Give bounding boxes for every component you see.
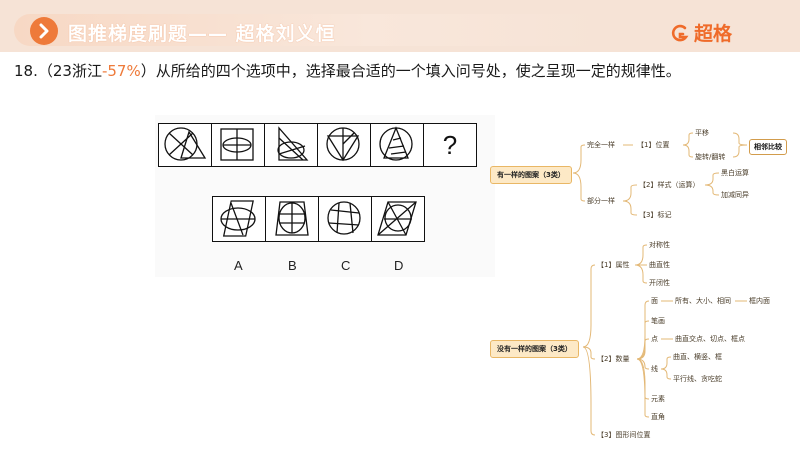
stem-cell-5 <box>370 123 424 167</box>
option-figure-b <box>275 201 309 236</box>
play-badge[interactable] <box>30 17 58 45</box>
question-mark: ? <box>442 129 458 160</box>
option-cell-a[interactable] <box>212 196 266 242</box>
puzzle-figure: ? <box>155 115 495 277</box>
mindmap-node-point: 点 <box>651 335 658 343</box>
stem-cell-2 <box>211 123 265 167</box>
mindmap-node-addsub: 加减同异 <box>721 191 749 199</box>
option-label-a: A <box>234 258 243 273</box>
brand-logo-icon <box>671 24 689 41</box>
mindmap-node-element: 元素 <box>651 395 665 403</box>
stem-figure-1 <box>164 127 207 161</box>
mindmap-node-attr: 【1】属性 <box>597 261 630 269</box>
chevron-right-icon <box>39 23 49 39</box>
mindmap-node-line: 线 <box>651 365 658 373</box>
option-figure-d <box>377 201 417 236</box>
mindmap-node-bw: 黑白运算 <box>721 169 749 177</box>
mindmap-root-same: 有一样的图案（3类） <box>490 166 572 184</box>
header-band <box>0 0 800 52</box>
mindmap-node-style: 【2】样式（运算） <box>639 181 700 189</box>
page-title: 图推梯度刷题—— 超格刘义恒 <box>68 23 336 45</box>
option-cell-d[interactable] <box>371 196 425 242</box>
mindmap-links <box>572 132 748 436</box>
option-figure-a <box>220 200 256 237</box>
mindmap-node-translate: 平移 <box>695 129 709 137</box>
mindmap-node-right-angle: 直角 <box>651 413 665 421</box>
mindmap-root-different: 没有一样的图案（3类） <box>490 340 579 358</box>
question-source: （23浙江 <box>37 62 102 80</box>
brand-logo: 超格 <box>670 19 732 46</box>
stem-figure-4 <box>326 127 360 162</box>
stem-figure-5 <box>379 126 413 161</box>
brand-name: 超格 <box>694 23 733 45</box>
stem-cell-4 <box>317 123 371 167</box>
mindmap-node-face: 面 <box>651 297 658 305</box>
mindmap-node-complete: 完全一样 <box>587 141 615 149</box>
mindmap-node-symmetry: 对称性 <box>649 241 670 249</box>
question-body: 从所给的四个选项中，选择最合适的一个填入问号处，使之呈现一定的规律性。 <box>155 62 681 80</box>
option-label-c: C <box>341 258 351 273</box>
mindmap-node-mark: 【3】标记 <box>639 211 672 219</box>
option-cell-c[interactable] <box>318 196 372 242</box>
option-figure-c <box>327 201 361 235</box>
option-label-d: D <box>394 258 404 273</box>
stem-cell-question: ? <box>423 123 477 167</box>
question-text: 18.（23浙江-57%）从所给的四个选项中，选择最合适的一个填入问号处，使之呈… <box>14 60 794 82</box>
mindmap: 有一样的图案（3类） 完全一样 【1】位置 平移 旋转/翻转 相邻比较 部分一样… <box>485 115 800 450</box>
mindmap-node-point-detail: 曲直交点、切点、框点 <box>675 335 745 343</box>
mindmap-node-line-b: 平行线、贪吃蛇 <box>673 375 722 383</box>
stem-figure-2 <box>220 128 254 161</box>
mindmap-node-count: 【2】数量 <box>597 355 630 363</box>
mindmap-node-relation: 【3】图形间位置 <box>597 431 651 439</box>
mindmap-node-stroke: 笔画 <box>651 317 665 325</box>
mindmap-node-rotate: 旋转/翻转 <box>695 153 726 161</box>
stem-cell-3 <box>264 123 318 167</box>
mindmap-node-curve: 曲直性 <box>649 261 670 269</box>
option-label-b: B <box>288 258 297 273</box>
mindmap-node-face-extra: 框内面 <box>749 297 770 305</box>
question-number: 18. <box>14 62 38 80</box>
mindmap-node-face-detail: 所有、大小、相同 <box>675 297 731 305</box>
mindmap-node-partial: 部分一样 <box>587 197 615 205</box>
mindmap-node-line-a: 曲直、横竖、框 <box>673 353 722 361</box>
mindmap-node-compare: 相邻比较 <box>749 139 787 155</box>
question-source-close: ） <box>140 62 156 80</box>
option-cell-b[interactable] <box>265 196 319 242</box>
stem-figure-3 <box>277 126 309 161</box>
title-bar <box>14 14 604 46</box>
question-percent: -57% <box>101 62 141 80</box>
mindmap-node-position: 【1】位置 <box>637 141 670 149</box>
mindmap-node-open: 开闭性 <box>649 279 670 287</box>
stem-cell-1 <box>158 123 212 167</box>
